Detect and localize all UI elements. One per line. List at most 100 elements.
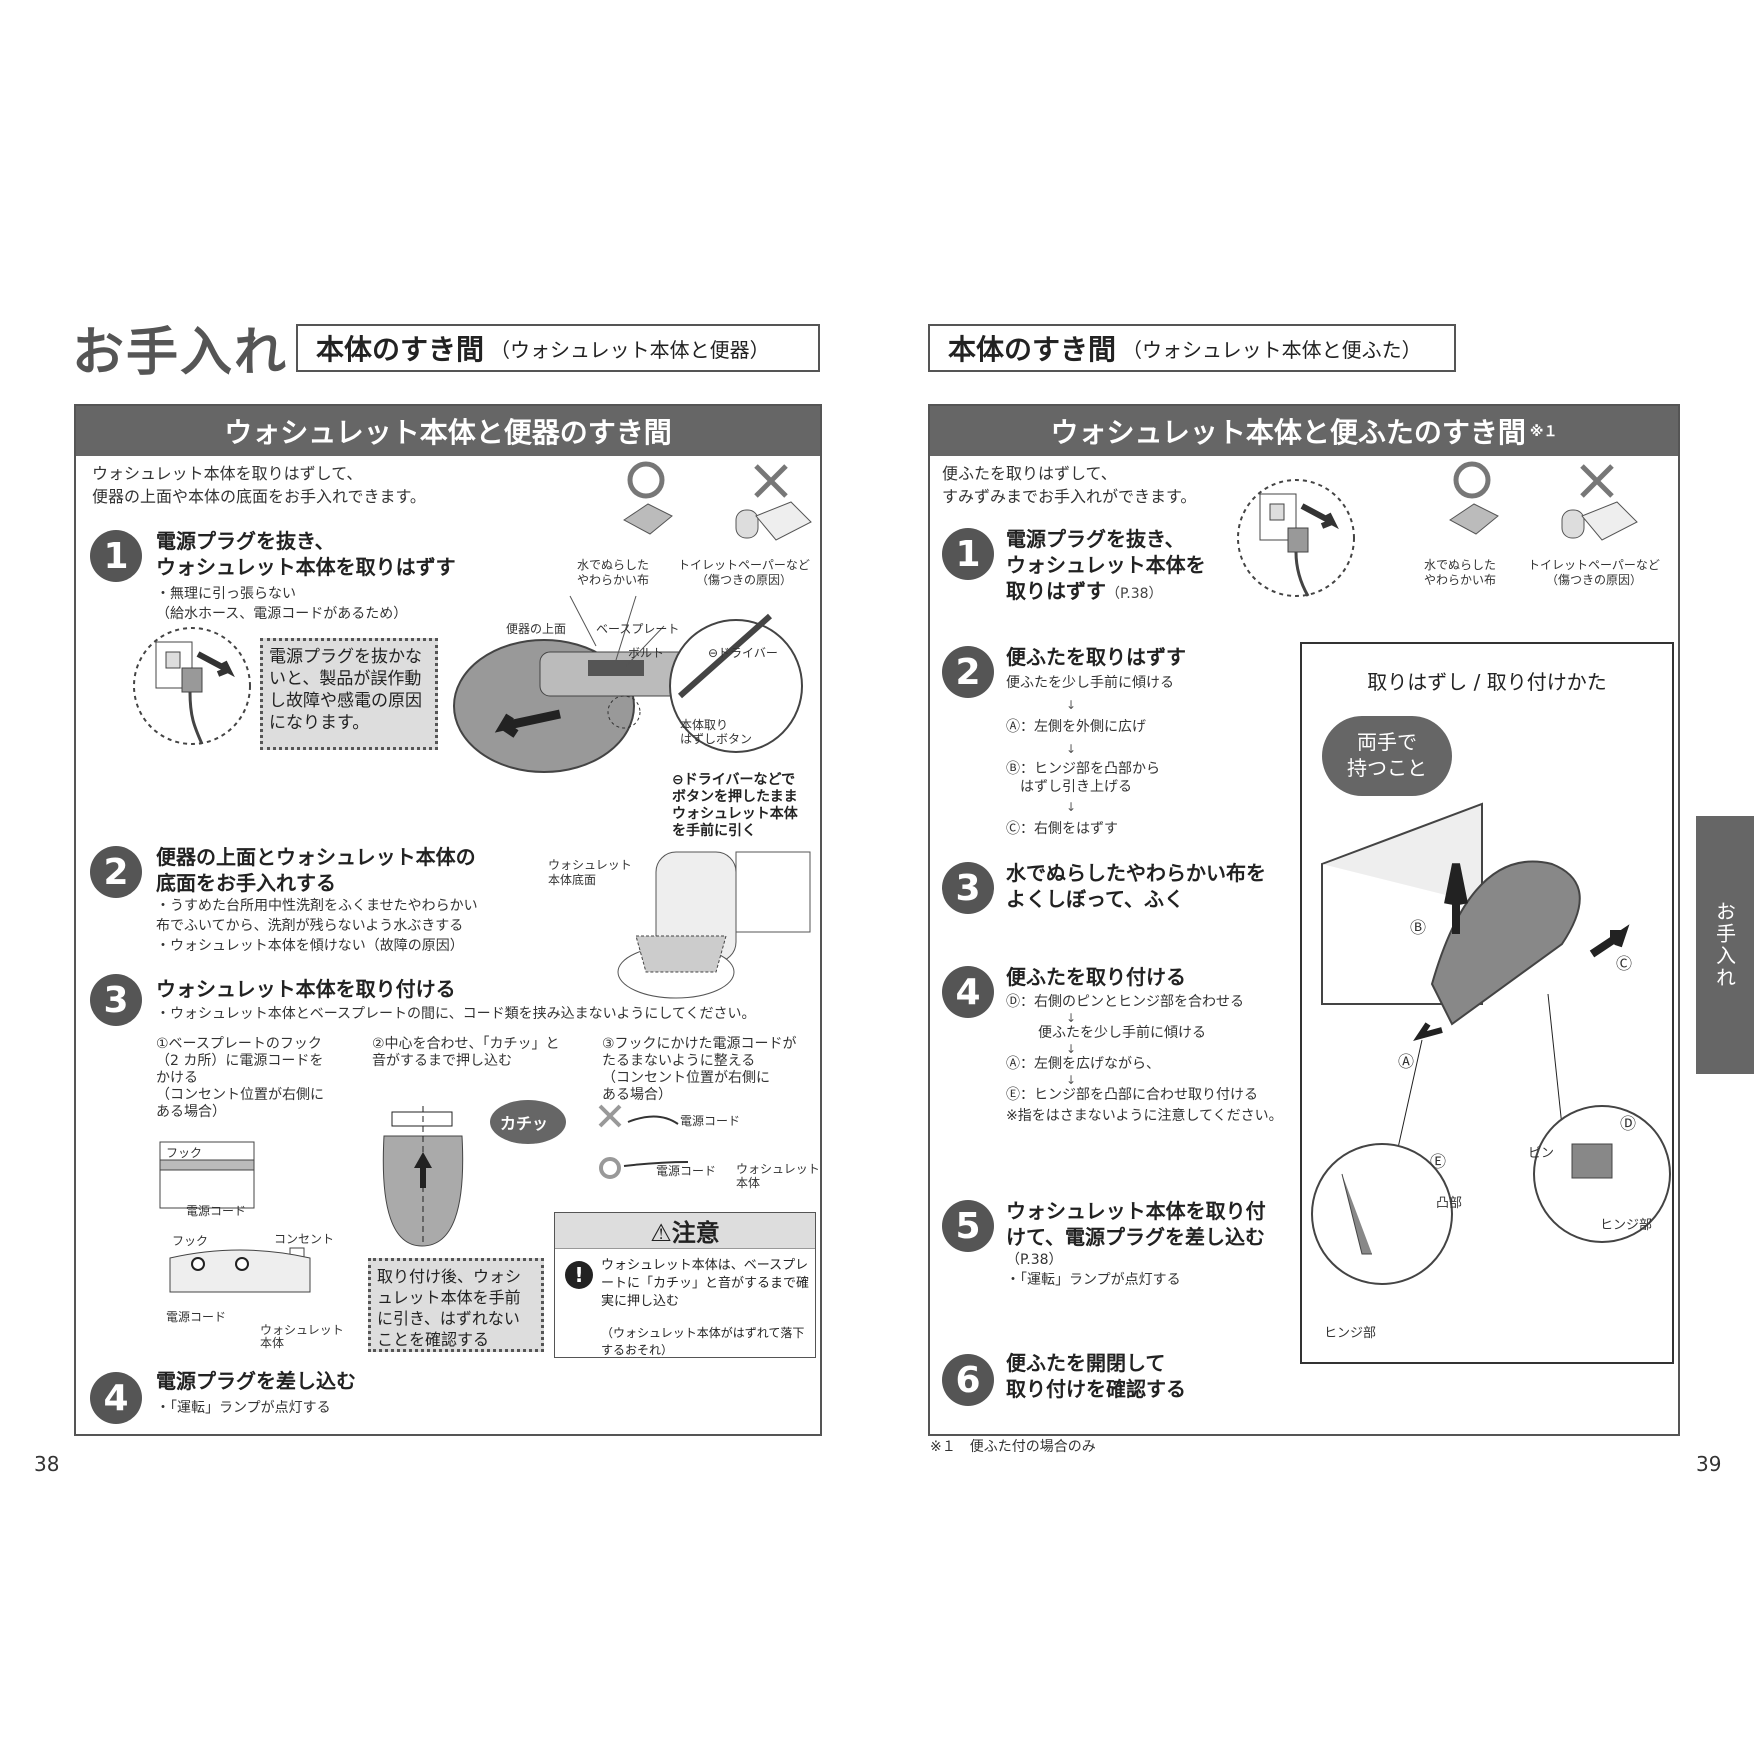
right-step-3-number: 3	[942, 862, 994, 914]
right-step-5-number: 5	[942, 1200, 994, 1252]
hook-diagram	[159, 1141, 311, 1293]
cord-ok-ng-diagram	[598, 1104, 689, 1179]
right-step-6-title: 便ふたを開閉して 取り付けを確認する	[1006, 1350, 1186, 1402]
both-hands-badge: 両手で 持つこと	[1322, 716, 1452, 796]
down-arrow-icon: ↓	[1066, 698, 1077, 712]
washlet-bottom-illustration	[617, 851, 811, 999]
right-step-4-lines: Ⓓ：右側のピンとヒンジ部を合わせる ↓ 便ふたを少し手前に傾ける ↓ Ⓐ：左側を…	[1006, 992, 1283, 1127]
right-intro-line-2: すみずみまでお手入れができます。	[942, 487, 1197, 506]
fig1-toilet-top: 便器の上面	[506, 622, 567, 636]
right-ok-label-2: やわらかい布	[1423, 573, 1496, 587]
right-step-2-line-2: Ⓐ：左側を外側に広げ	[1006, 719, 1146, 735]
fig1-base-plate: ベースプレート	[596, 622, 680, 636]
step-3-number: 3	[90, 974, 142, 1026]
right-step-1-title: 電源プラグを抜き、 ウォシュレット本体を 取りはずす（P.38）	[1006, 526, 1206, 607]
step-4-title: 電源プラグを差し込む	[156, 1369, 356, 1393]
step-2-note-3: ・ウォシュレット本体を傾けない（故障の原因）	[156, 938, 464, 954]
fig3-hook-1: フック	[166, 1146, 203, 1160]
fig3-click: カチッ	[500, 1114, 549, 1133]
right-step-6-title-2: 取り付けを確認する	[1006, 1377, 1186, 1401]
seat-removal-illustration	[453, 595, 803, 773]
step-3-sub-2: ②中心を合わせ、「カチッ」と 音がするまで押し込む	[372, 1036, 560, 1069]
fig3-cord-3: 電源コード	[680, 1114, 741, 1128]
right-step-4-number: 4	[942, 966, 994, 1018]
right-step-4-line-3: Ⓐ：左側を広げながら、	[1006, 1056, 1160, 1072]
right-step-6-title-1: 便ふたを開閉して	[1006, 1351, 1166, 1375]
down-arrow-icon: ↓	[1066, 1042, 1077, 1056]
step-3-sub-1: ①ベースプレートのフック （2 カ所）に電源コードを かける （コンセント位置が…	[156, 1036, 324, 1120]
right-header-sub: （ウォシュレット本体と便ふた）	[1122, 337, 1422, 362]
left-header-sub: （ウォシュレット本体と便器）	[490, 337, 770, 362]
label-hinge-2: ヒンジ部	[1324, 1326, 1377, 1341]
fig3-cord-2: 電源コード	[166, 1310, 227, 1324]
right-toilet-paper-icon	[1561, 509, 1585, 539]
right-step-1-ref: （P.38）	[1106, 586, 1163, 602]
plug-illustration	[133, 627, 251, 745]
ok-ng-icons	[623, 461, 812, 541]
right-ok-circle-icon	[1453, 461, 1491, 499]
right-step-6-number: 6	[942, 1354, 994, 1406]
right-ng-label-1: トイレットペーパーなど	[1528, 558, 1660, 572]
lid-removal-illustration	[1311, 802, 1671, 1285]
left-panel-title: ウォシュレット本体と便器のすき間	[76, 406, 820, 456]
ng-label-1: トイレットペーパーなど	[678, 558, 810, 572]
right-step-5-ref: （P.38）	[1006, 1252, 1063, 1268]
right-panel-title-bar: ウォシュレット本体と便ふたのすき間 ※１	[930, 406, 1678, 456]
side-tab-care[interactable]: お手入れ	[1696, 816, 1754, 1074]
step-2-note-1: ・うすめた台所用中性洗剤をふくませたやわらかい	[156, 898, 478, 914]
label-pin: ピン	[1528, 1146, 1555, 1161]
step-3-warning: 取り付け後、ウォシュレット本体を手前に引き、はずれないことを確認する	[368, 1258, 544, 1352]
label-A: Ⓐ	[1398, 1052, 1415, 1071]
label-B: Ⓑ	[1410, 918, 1427, 937]
label-hinge-1: ヒンジ部	[1600, 1218, 1653, 1233]
fig1-release-button: 本体取り はずしボタン	[680, 718, 753, 746]
right-header-main: 本体のすき間	[948, 333, 1117, 366]
both-hands-text-2: 持つこと	[1347, 756, 1427, 780]
right-panel-title: ウォシュレット本体と便ふたのすき間	[1050, 416, 1526, 449]
wet-cloth-icon	[623, 503, 673, 535]
right-ok-ng-icons	[1449, 461, 1638, 541]
right-panel-title-mark: ※１	[1529, 424, 1558, 440]
caution-box: ⚠注意 ! ウォシュレット本体は、ベースプレートに「カチッ」と音がするまで確実に…	[554, 1212, 816, 1358]
left-page-number: 38	[34, 1452, 60, 1476]
step-2-note-2: 布でふいてから、洗剤が残らないよう水ぶきする	[156, 918, 464, 934]
step-1-warning: 電源プラグを抜かないと、製品が誤作動し故障や感電の原因になります。	[260, 638, 438, 750]
right-ng-label-2: （傷つきの原因）	[1545, 573, 1642, 587]
fig3-cord-1: 電源コード	[186, 1204, 247, 1218]
step-2-title: 便器の上面とウォシュレット本体の 底面をお手入れする	[156, 844, 476, 896]
ok-circle-icon	[627, 461, 665, 499]
step-1-number: 1	[90, 530, 142, 582]
step-1-title: 電源プラグを抜き、 ウォシュレット本体を取りはずす	[156, 528, 456, 580]
step-2-title-2: 底面をお手入れする	[156, 871, 336, 895]
caution-text: ウォシュレット本体は、ベースプレートに「カチッ」と音がするまで確実に押し込む	[601, 1258, 810, 1309]
right-step-4-line-1: Ⓓ：右側のピンとヒンジ部を合わせる	[1006, 994, 1244, 1010]
left-panel: ウォシュレット本体と便器のすき間 ウォシュレット本体を取りはずして、 便器の上面…	[74, 404, 822, 1436]
right-intro: 便ふたを取りはずして、 すみずみまでお手入れができます。	[942, 462, 1196, 508]
right-step-1-number: 1	[942, 528, 994, 580]
right-step-5-title: ウォシュレット本体を取り付 けて、電源プラグを差し込む	[1006, 1198, 1266, 1250]
ok-label-2: やわらかい布	[576, 573, 649, 587]
fig3-washlet-body-2: ウォシュレット 本体	[736, 1162, 820, 1190]
step-2-title-1: 便器の上面とウォシュレット本体の	[156, 845, 476, 869]
fig3-cord-4: 電源コード	[656, 1164, 717, 1178]
right-step-1-title-3: 取りはずす	[1006, 579, 1106, 603]
left-intro: ウォシュレット本体を取りはずして、 便器の上面や本体の底面をお手入れできます。	[92, 462, 426, 508]
left-header-main: 本体のすき間	[316, 333, 485, 366]
right-step-1-title-2: ウォシュレット本体を	[1006, 553, 1206, 577]
left-header-box: 本体のすき間 （ウォシュレット本体と便器）	[296, 324, 820, 372]
right-step-1-title-1: 電源プラグを抜き、	[1006, 527, 1185, 551]
caution-sub: （ウォシュレット本体がはずれて落下するおそれ）	[601, 1326, 805, 1357]
right-step-5-title-1: ウォシュレット本体を取り付	[1006, 1199, 1266, 1223]
caution-title: ⚠注意	[555, 1213, 815, 1249]
right-step-2-lines: 便ふたを少し手前に傾ける ↓ Ⓐ：左側を外側に広げ ↓ Ⓑ：ヒンジ部を凸部から …	[1006, 672, 1174, 840]
label-convex: 凸部	[1436, 1196, 1463, 1211]
exclamation-icon: !	[565, 1261, 593, 1289]
down-arrow-icon: ↓	[1066, 800, 1077, 814]
press-diagram	[382, 1100, 566, 1247]
right-step-4-title: 便ふたを取り付ける	[1006, 965, 1186, 989]
fig3-outlet: コンセント	[274, 1232, 335, 1246]
step-1-note: ・無理に引っ張らない （給水ホース、電源コードがあるため）	[156, 584, 407, 624]
ng-label-2: （傷つきの原因）	[695, 573, 792, 587]
fig1-instruction: ⊖ドライバーなどで ボタンを押したまま ウォシュレット本体 を手前に引く	[672, 772, 798, 839]
fig3-washlet-body: ウォシュレット 本体	[260, 1323, 344, 1350]
